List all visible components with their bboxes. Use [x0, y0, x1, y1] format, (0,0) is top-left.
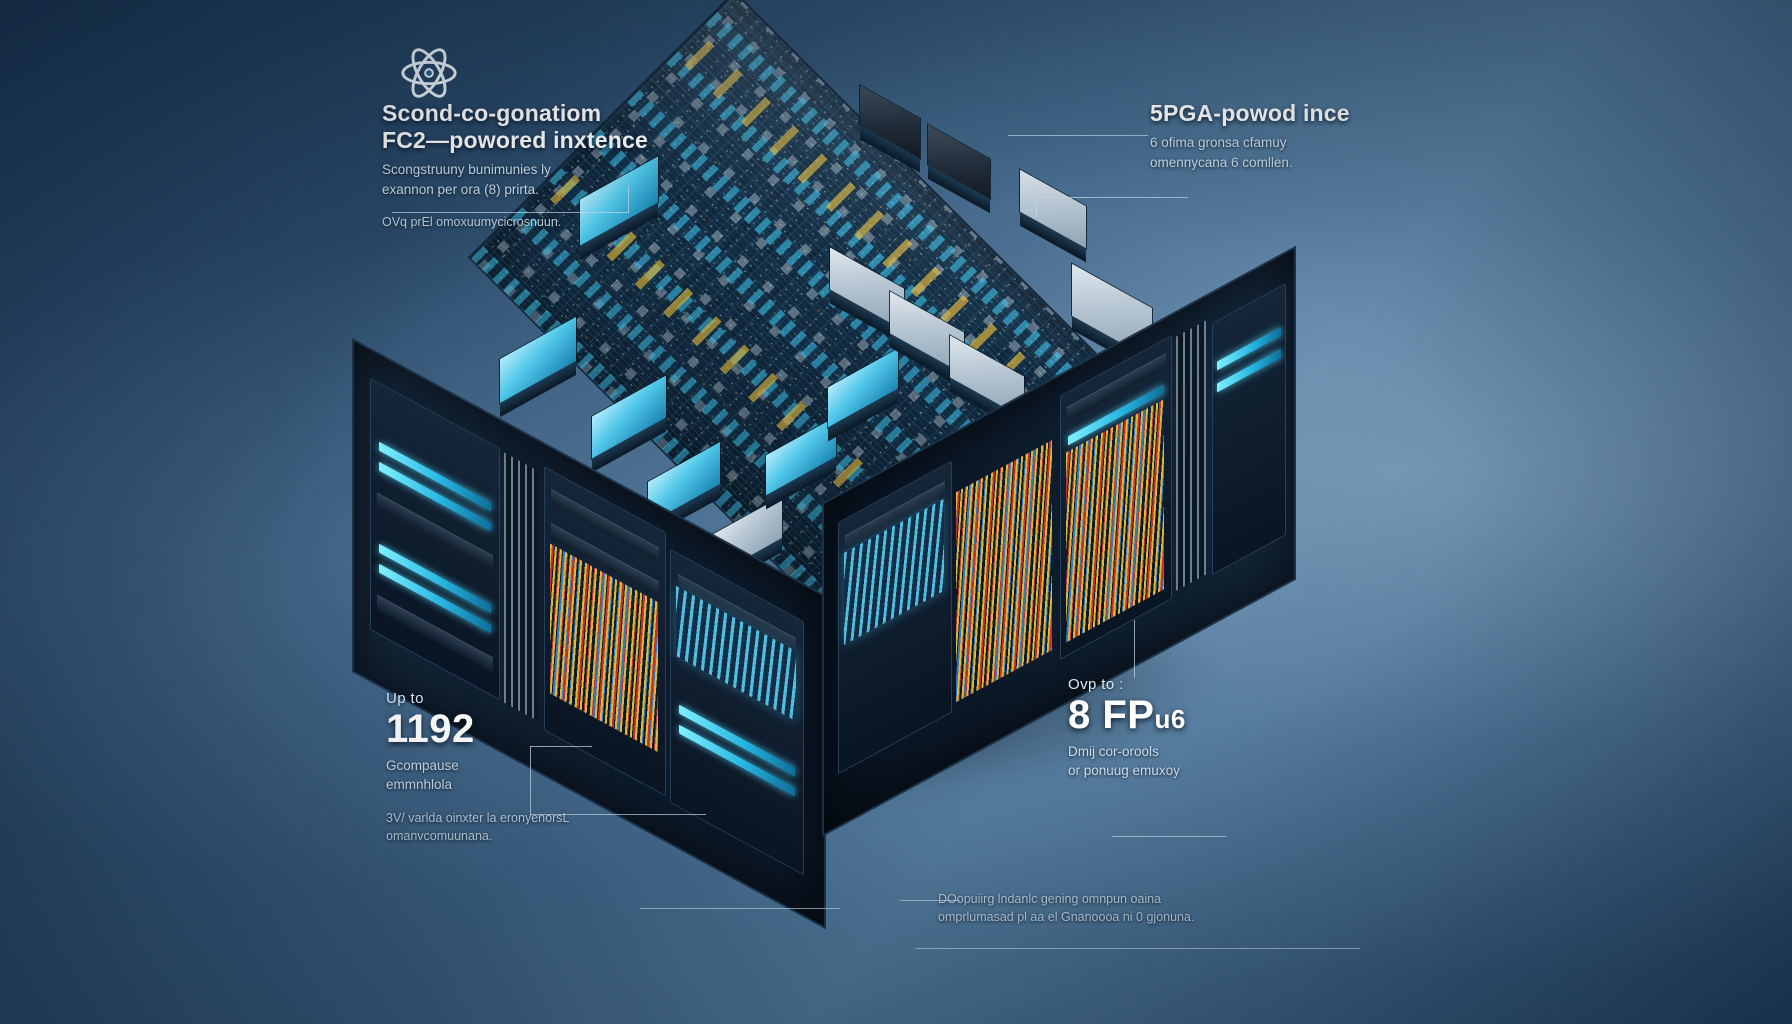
- rack-panel: [370, 377, 500, 701]
- callout-top-left: Scond-co-gonatiom FC2—powored inxtence S…: [382, 100, 672, 232]
- callout-headline: Scond-co-gonatiom FC2—powored inxtence: [382, 100, 648, 154]
- callout-top-right: 5PGA-powod ince 6 ofima gronsa cfamuy om…: [1150, 100, 1450, 172]
- callout-metric-value: 1192: [386, 707, 475, 751]
- callout-subtext: Dmij cor-orools or ponuug emuxoy: [1068, 743, 1180, 779]
- leader-line: [1134, 620, 1135, 678]
- callout-bottom-right-note: DOopuiirg lndanlc gening omnpun oaina om…: [938, 890, 1408, 926]
- leader-line: [530, 746, 531, 814]
- callout-eyebrow: Up to: [386, 690, 424, 707]
- atom-icon: [401, 48, 457, 98]
- chip-module: [928, 124, 990, 214]
- chip-module: [500, 316, 576, 418]
- callout-subtext: Gcompause emmnhlola: [386, 757, 459, 793]
- leader-line: [530, 814, 706, 815]
- callout-note: DOopuiirg lndanlc gening omnpun oaina om…: [938, 892, 1195, 925]
- callout-headline: 5PGA-powod ince: [1150, 100, 1350, 126]
- leader-line: [900, 900, 960, 901]
- callout-bottom-left: Up to 1192 Gcompause emmnhlola 3V/ varld…: [386, 690, 686, 845]
- leader-line: [1036, 197, 1188, 198]
- rack-panel: [1212, 283, 1286, 576]
- callout-subtext: 6 ofima gronsa cfamuy omennycana 6 comll…: [1150, 135, 1293, 170]
- callout-bottom-right: Ovp to : 8 FPu6 Dmij cor-orools or ponuu…: [1068, 676, 1388, 781]
- callout-metric-value: 8 FPu6: [1068, 695, 1388, 736]
- callout-note: OVq prEl omoxuumycicrosnuun.: [382, 215, 562, 230]
- leader-line: [1112, 836, 1226, 837]
- leader-line: [916, 948, 1360, 949]
- leader-line: [392, 212, 628, 213]
- leader-line: [1036, 197, 1037, 217]
- leader-line: [530, 746, 592, 747]
- rack-vent-grille: [504, 452, 538, 721]
- rack-vent-grille: [1176, 320, 1206, 591]
- leader-line: [628, 186, 629, 213]
- callout-subtext: Scongstruuny bunimunies ly exannon per o…: [382, 162, 551, 197]
- metric-unit: u6: [1154, 704, 1186, 734]
- callout-eyebrow: Ovp to :: [1068, 676, 1124, 693]
- leader-line: [640, 908, 840, 909]
- cable-bundle: [956, 440, 1052, 703]
- leader-line: [1008, 135, 1148, 136]
- isometric-server-board: [330, 0, 1330, 930]
- metric-number: 8 FP: [1068, 693, 1155, 737]
- chip-module: [1020, 169, 1086, 263]
